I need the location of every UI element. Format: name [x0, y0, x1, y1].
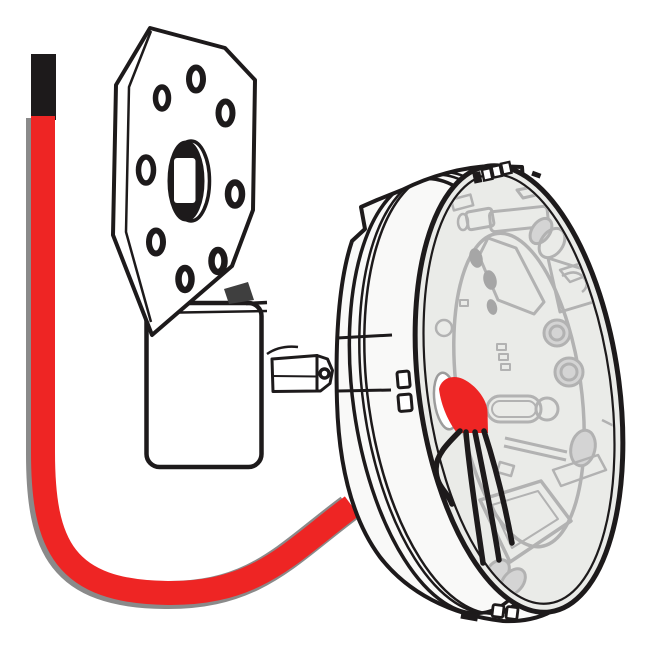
- hex-drive-pin: [266, 345, 334, 393]
- pin-facet-line: [272, 375, 318, 378]
- ghost-cylinder: [559, 362, 579, 382]
- ghost-part: [434, 318, 454, 338]
- rim-slot: [499, 160, 514, 176]
- motor-wire: [433, 428, 463, 507]
- ghost-part: [456, 212, 470, 232]
- motor-lead-wires: [433, 428, 515, 566]
- vent-slot: [395, 369, 412, 390]
- ghost-part: [534, 396, 560, 422]
- bracket-face: [144, 300, 264, 470]
- ghost-part: [449, 193, 475, 212]
- ghost-frame: [478, 479, 573, 564]
- ghost-part: [551, 453, 608, 488]
- mounting-bracket: [144, 300, 268, 470]
- drive-hub: [167, 139, 212, 223]
- ghost-cylinder: [553, 356, 585, 388]
- barrel-clamp-line: [336, 333, 393, 340]
- black-power-lead: [31, 54, 56, 120]
- ghost-bar: [504, 436, 568, 454]
- plate-hole: [208, 246, 228, 276]
- bracket-hem-top: [245, 300, 268, 306]
- plate-hole: [146, 227, 166, 257]
- ghost-dark-oval: [486, 299, 498, 315]
- ghost-tick: [498, 353, 509, 361]
- vent-slot: [396, 392, 414, 413]
- rim-notch: [531, 170, 542, 179]
- motor-head: [334, 160, 626, 624]
- pin-wire-arc: [266, 345, 299, 356]
- ghost-cylinder: [542, 318, 572, 348]
- bottom-tab: [460, 611, 479, 622]
- rim-slot: [472, 171, 483, 184]
- ghost-cylinder: [548, 324, 566, 342]
- motor-wire: [481, 428, 515, 546]
- plate-hole: [215, 98, 236, 128]
- plate-hole: [186, 64, 206, 94]
- plate-shadow: [224, 282, 254, 304]
- barrel-clamp-line: [337, 388, 392, 393]
- plate-hole: [135, 154, 157, 186]
- motor-wire: [463, 429, 486, 566]
- pin-body: [270, 354, 319, 393]
- bottom-slot: [490, 603, 506, 619]
- plate-fold-edge: [124, 30, 153, 323]
- ghost-tick: [500, 363, 511, 371]
- ghost-frame: [491, 490, 559, 549]
- top-rim-slots: [472, 160, 514, 184]
- cable-grommet-elbow: [439, 377, 488, 433]
- ghost-tick: [496, 343, 507, 351]
- octagonal-drive-plate: [111, 26, 257, 337]
- pin-hex-hole: [318, 367, 331, 380]
- rim-slot: [480, 166, 494, 183]
- plate-hole: [175, 264, 195, 294]
- plate-hole: [224, 179, 246, 209]
- red-power-cable: [31, 116, 360, 606]
- ghost-dark-oval: [483, 270, 497, 290]
- bottom-slot: [504, 605, 520, 621]
- ghost-tick: [459, 299, 469, 307]
- ghost-part: [488, 204, 550, 234]
- ghost-bar: [503, 444, 567, 462]
- plate-hole: [152, 84, 172, 112]
- motor-face: [412, 163, 626, 615]
- rim-slot: [489, 163, 504, 179]
- hub-square-opening: [174, 158, 196, 203]
- motor-wire: [472, 429, 502, 563]
- ghost-cylinder: [528, 216, 554, 246]
- ghost-dark-oval: [469, 248, 483, 268]
